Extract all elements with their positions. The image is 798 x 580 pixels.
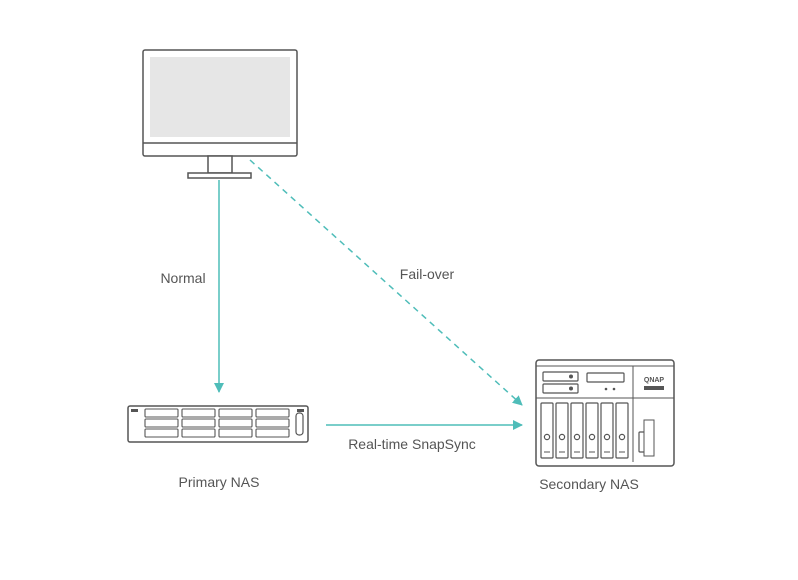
secondary-drive-bay [540, 402, 554, 459]
secondary-drive-bay [615, 402, 629, 459]
snapsync-label: Real-time SnapSync [348, 436, 476, 452]
secondary-nas-icon: QNAP [535, 359, 675, 467]
bay-latch-icon [603, 433, 611, 441]
primary-drive-bay [181, 428, 216, 438]
secondary-drive-bay [600, 402, 614, 459]
failover-arrow [249, 159, 523, 406]
bay-latch-icon [558, 433, 566, 441]
secondary-drive-bay [555, 402, 569, 459]
secondary-drive-bay [585, 402, 599, 459]
primary-drive-bay [255, 428, 290, 438]
bay-latch-icon [618, 433, 626, 441]
primary-nas-label: Primary NAS [179, 474, 260, 490]
primary-drive-bay [218, 408, 253, 418]
primary-drive-bay [181, 408, 216, 418]
normal-label: Normal [160, 270, 205, 286]
monitor-icon [142, 49, 298, 179]
failover-label: Fail-over [400, 266, 455, 282]
primary-drive-bay [144, 418, 179, 428]
primary-drive-bay [144, 428, 179, 438]
primary-drive-bay [218, 418, 253, 428]
primary-drive-bay [218, 428, 253, 438]
primary-nas-icon [127, 405, 309, 443]
secondary-nas-label: Secondary NAS [539, 476, 639, 492]
qnap-logo: QNAP [644, 377, 665, 384]
bay-latch-icon [543, 433, 551, 441]
bay-latch-icon [588, 433, 596, 441]
primary-drive-bay [255, 408, 290, 418]
primary-drive-bay [255, 418, 290, 428]
primary-drive-bay [144, 408, 179, 418]
secondary-drive-bay [570, 402, 584, 459]
primary-drive-bay [181, 418, 216, 428]
bay-latch-icon [573, 433, 581, 441]
